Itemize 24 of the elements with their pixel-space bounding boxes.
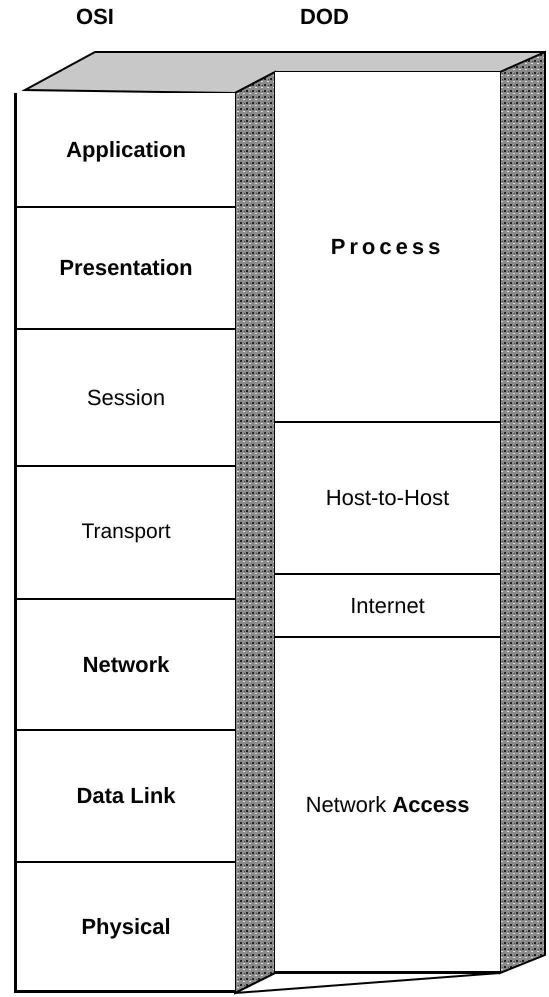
layer-box [14,330,235,467]
column-heading: DOD [300,4,349,30]
layer-box [14,467,235,600]
layer-label: Internet [350,592,425,620]
layer-box [14,208,235,330]
layer-box [275,638,500,973]
layer-label: Host-to-Host [326,484,450,512]
layer-box [275,575,500,638]
layer-box [14,731,235,863]
layer-box [14,863,235,993]
layer-box [275,72,500,423]
column-heading: OSI [76,4,114,30]
layer-label: Presentation [59,254,193,282]
layer-label: Physical [81,912,171,940]
layer-label: Process [330,232,444,260]
layer-label: Network Access [306,790,470,818]
layer-label: Data Link [76,782,176,810]
layer-box [275,423,500,575]
layer-label: Session [86,384,166,412]
layer-label: Transport [81,519,171,546]
layer-label: Network [82,650,170,678]
layer-box [14,600,235,731]
layer-label: Application [66,136,186,164]
layer-box [14,93,235,208]
